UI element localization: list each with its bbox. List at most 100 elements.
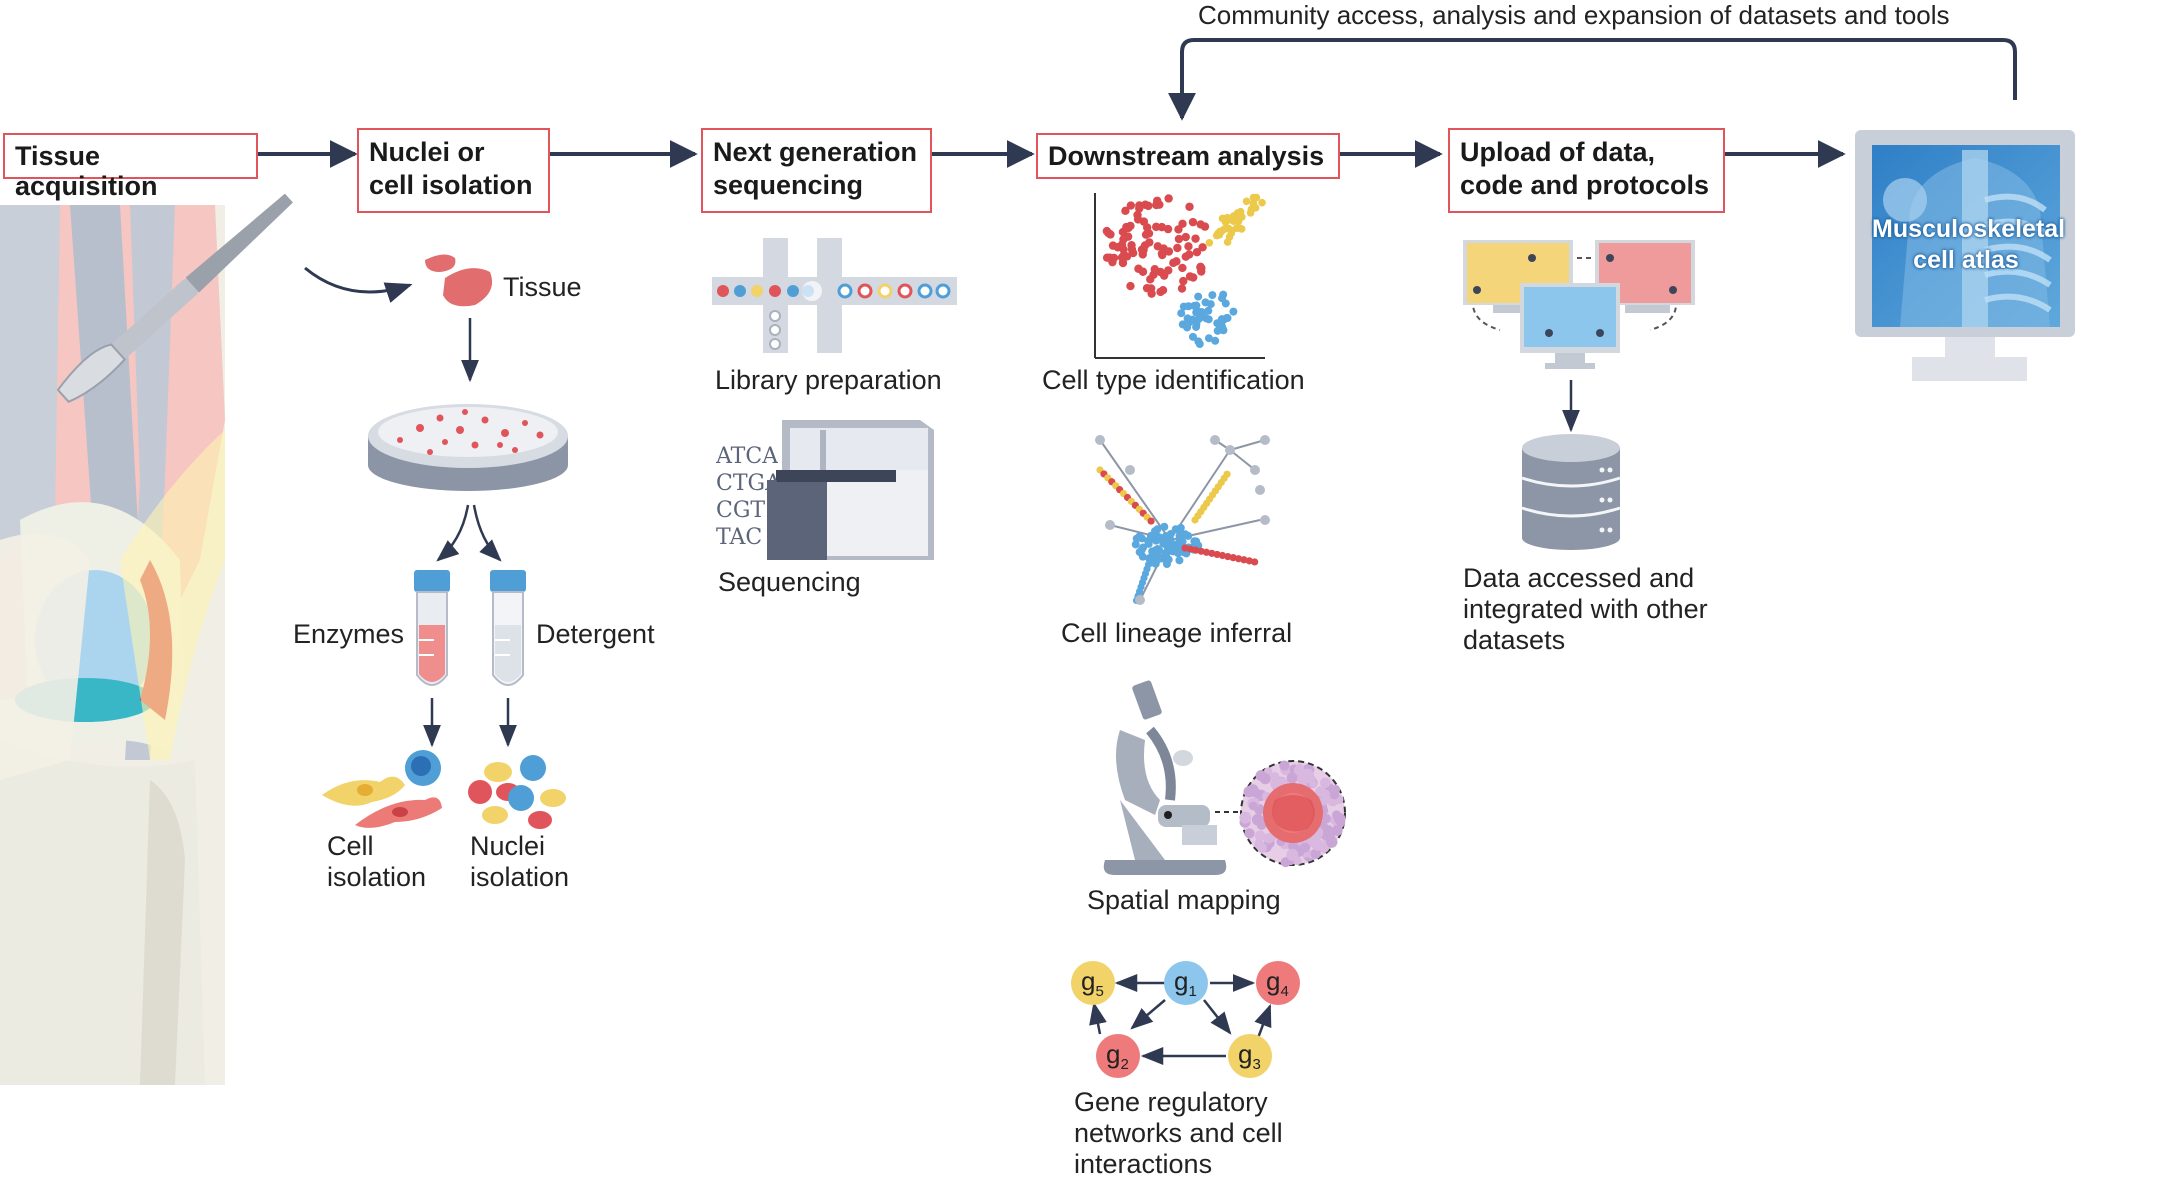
lineage-dot-blue [1175, 556, 1184, 565]
lineage-node [1225, 445, 1235, 455]
knee-illustration [0, 193, 293, 1085]
tube-enzymes [414, 570, 450, 686]
lineage-dot-red [1181, 544, 1189, 552]
lineage-node [1250, 465, 1260, 475]
tissue-cell [1324, 825, 1334, 834]
cluster-dot-blue [1177, 309, 1186, 318]
label-tissue: Tissue [503, 272, 582, 302]
lineage-dot-red [1202, 548, 1211, 556]
cluster-dot-red [1196, 262, 1205, 272]
dna-sequence-text: ATCA CTGA CGT TAC [716, 444, 778, 550]
label-cell-isolation: Cell isolation [327, 831, 427, 892]
lineage-dot-red [1213, 550, 1221, 559]
cluster-dot-blue [1179, 302, 1188, 311]
tissue-cell [1322, 814, 1332, 824]
gene-node-4 [1256, 961, 1300, 1005]
lineage-dot-blue [1155, 546, 1164, 555]
cluster-dot-red [1133, 215, 1143, 224]
tissue-cell [1329, 789, 1340, 800]
gene-label-3: g3 [1238, 1039, 1261, 1074]
cluster-dot-yellow [1248, 205, 1256, 213]
split-arrow-left [436, 504, 470, 562]
cluster-dot-yellow [1242, 197, 1251, 206]
atlas-title: Musculoskeletal cell atlas [1872, 215, 2066, 274]
cluster-dot-red [1102, 226, 1112, 236]
cluster-dot-red [1184, 242, 1193, 251]
tissue-cell [1256, 842, 1267, 853]
cluster-dot-blue [1188, 332, 1197, 341]
cluster-dot-red [1158, 286, 1168, 295]
cluster-dot-yellow [1249, 193, 1258, 202]
tissue-cell [1311, 838, 1324, 851]
tissue-cell [1310, 848, 1321, 859]
lineage-edge [1229, 439, 1266, 451]
label-detergent: Detergent [536, 619, 655, 649]
lineage-node [1210, 435, 1220, 445]
isolated-nuclei [468, 755, 566, 829]
tissue-cell [1279, 760, 1290, 771]
cluster-dot-blue [1204, 306, 1213, 315]
tissue-piece-2 [443, 268, 493, 307]
cluster-dot-red [1127, 245, 1137, 254]
cluster-dot-blue [1194, 292, 1203, 301]
gene-label-1: g1 [1174, 966, 1197, 1001]
tissue-section [1239, 760, 1346, 868]
tissue-cell [1319, 796, 1329, 806]
cluster-dot-red [1149, 270, 1158, 279]
cluster-dot-red [1198, 243, 1207, 252]
cluster-dot-red [1191, 234, 1200, 243]
cluster-dot-yellow [1234, 216, 1243, 225]
lineage-dot-red [1218, 551, 1227, 560]
lineage-node [1260, 435, 1270, 445]
cluster-dot-red [1181, 252, 1191, 261]
lineage-dot-blue [1150, 527, 1159, 536]
gene-node-2 [1096, 1034, 1140, 1078]
cluster-dot-red [1169, 258, 1178, 268]
tissue-cell [1320, 777, 1331, 788]
cluster-dot-blue [1204, 315, 1213, 324]
cluster-dot-red [1188, 217, 1198, 227]
cluster-dot-yellow [1205, 238, 1214, 247]
cluster-dot-blue [1204, 334, 1213, 343]
lineage-dot-blue [1138, 552, 1147, 561]
split-arrow-right [472, 504, 502, 562]
lineage-node [1135, 595, 1145, 605]
lineage-tree [1095, 435, 1270, 605]
cluster-dot-yellow [1221, 224, 1230, 233]
cluster-dot-red [1178, 263, 1187, 273]
curve-arrow [304, 266, 413, 303]
tissue-cell [1308, 779, 1317, 788]
cluster-dot-yellow [1237, 225, 1246, 233]
library-prep-icon [712, 238, 957, 353]
feedback-label: Community access, analysis and expansion… [1198, 0, 1950, 30]
cluster-dot-red [1108, 241, 1118, 250]
tissue-cell [1326, 836, 1338, 848]
step-tissue-acquisition: Tissue acquisition [3, 133, 258, 201]
cluster-dot-yellow [1228, 226, 1236, 235]
cluster-dot-blue [1195, 308, 1204, 317]
lineage-dot-red [1245, 557, 1253, 565]
tissue-cell [1254, 830, 1266, 842]
lineage-dot-red [1234, 555, 1243, 563]
lineage-node [1125, 465, 1135, 475]
feedback-arrow [1168, 38, 2017, 121]
label-enzymes: Enzymes [293, 619, 405, 649]
lineage-node [1105, 520, 1115, 530]
atlas-monitor [1855, 130, 2075, 381]
cluster-dot-blue [1201, 298, 1210, 307]
cluster-dot-red [1164, 266, 1173, 275]
cluster-dot-red [1122, 222, 1131, 232]
lineage-dot-red [1197, 547, 1205, 555]
isolated-cells [322, 750, 442, 828]
cluster-dot-yellow [1258, 198, 1266, 207]
cluster-dot-red [1173, 243, 1182, 253]
label-grn: Gene regulatory networks and cell intera… [1074, 1087, 1283, 1179]
tube-detergent [490, 570, 526, 686]
tissue-cell [1244, 828, 1255, 839]
lineage-dot-blue [1155, 533, 1164, 542]
label-spatial: Spatial mapping [1087, 885, 1281, 915]
cluster-dot-red [1138, 267, 1148, 276]
tissue-cell [1286, 848, 1299, 861]
lineage-dot-blue [1160, 522, 1169, 531]
